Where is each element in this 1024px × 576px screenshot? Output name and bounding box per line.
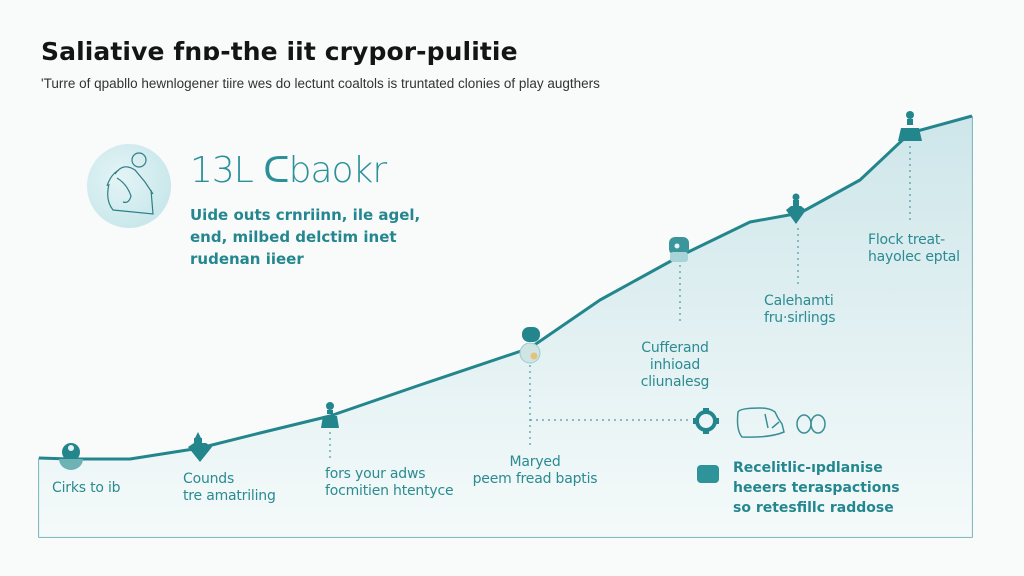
- person-illustration-icon: [106, 152, 154, 215]
- milestone-label: Cirks to ib: [52, 480, 121, 496]
- diamond-marker-icon[interactable]: [786, 193, 806, 225]
- badge-marker-icon[interactable]: [669, 237, 689, 262]
- gear-icon: [693, 408, 719, 434]
- milestone-label: Maryed peem fread baptis: [472, 454, 598, 487]
- milestone-label: fors your adws focmitien htentyce: [325, 466, 454, 499]
- pawn-marker-icon[interactable]: [321, 402, 339, 428]
- highlight-value: 13L ᑕbaokr: [190, 150, 387, 191]
- avatar: [87, 144, 171, 228]
- page-title: Saliative fnɒ-the iit crypor-pulitie: [41, 37, 518, 66]
- infinity-icon: [796, 414, 826, 434]
- highlight-description: Uide outs crnriinn, ile agel, end, milbe…: [190, 206, 421, 268]
- pawn-marker-icon[interactable]: [898, 111, 922, 141]
- orb-marker-icon[interactable]: [519, 327, 541, 364]
- milestone-label: Cufferand inhioad cliunalesg: [640, 340, 710, 390]
- diamond-marker-icon[interactable]: [188, 432, 212, 462]
- legend-text: Recelitlic-ıpdlanise heeers teraspaction…: [733, 460, 900, 516]
- milestone-label: Flock treat- hayolec eptal: [868, 232, 960, 265]
- legend-swatch: [697, 465, 719, 483]
- pin-icon[interactable]: [59, 443, 83, 470]
- page-subtitle: 'Turre of qpabllo hewnlogener tiire wes …: [41, 76, 600, 91]
- milestone-label: Calehamti fru·sirlings: [764, 293, 836, 326]
- hand-outline-icon: [736, 407, 785, 438]
- milestone-label: Counds tre amatriling: [183, 471, 276, 504]
